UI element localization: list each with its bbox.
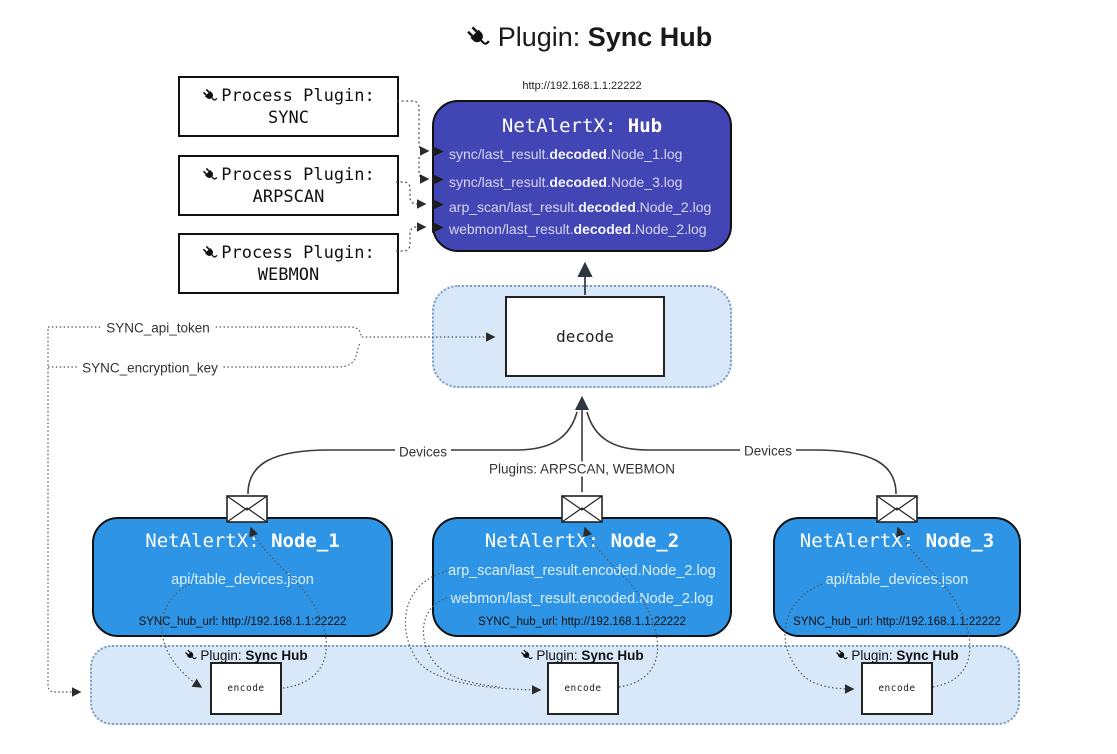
envelope-icon [561,495,603,523]
hub-title: NetAlertX: Hub [501,115,663,137]
encode-label: encode [227,683,265,694]
node-file: api/table_devices.json [171,572,314,588]
envelope-icon [876,495,918,523]
process-plugin-name: WEBMON [257,264,320,285]
sync-hub-plugin-label: Plugin: Sync Hub [835,648,959,663]
process-plugin-name: ARPSCAN [252,186,325,207]
hub-url: http://192.168.1.1:22222 [522,80,642,92]
process-plugin-label: Process Plugin: [221,164,375,185]
node-file: api/table_devices.json [825,572,969,588]
process-plugin-name: SYNC [268,107,309,128]
process-plugin-label: Process Plugin: [221,242,375,263]
encode-label: encode [564,683,602,694]
decode-box: decode [505,296,665,377]
node-file: webmon/last_result.encoded.Node_2.log [450,591,714,607]
node-hub-url: SYNC_hub_url: http://192.168.1.1:22222 [793,616,1001,628]
process-to-hub-links [396,100,430,252]
decode-label: decode [556,327,614,346]
node-title: NetAlertX: Node_3 [799,530,995,552]
node-hub-url: SYNC_hub_url: http://192.168.1.1:22222 [138,616,347,628]
hub-log-line: sync/last_result.decoded.Node_3.log [449,174,683,190]
hub-box: NetAlertX: Hub sync/last_result.decoded.… [432,100,732,252]
hub-log-line: sync/last_result.decoded.Node_1.log [449,146,683,162]
plug-icon [202,245,218,261]
process-plugin-arpscan: Process Plugin: ARPSCAN [178,155,399,216]
plug-icon [835,649,848,662]
encode-label: encode [878,683,916,694]
encode-box: encode [547,662,619,715]
node-hub-url: SYNC_hub_url: http://192.168.1.1:22222 [478,616,686,628]
node-3-box: NetAlertX: Node_3 api/table_devices.json… [773,517,1021,637]
encode-box: encode [210,662,282,715]
devices-right-label: Devices [739,443,797,459]
hub-log-line: webmon/last_result.decoded.Node_2.log [449,221,707,237]
hub-log-line: arp_scan/last_result.decoded.Node_2.log [449,199,712,215]
plug-icon [202,167,218,183]
node-file: arp_scan/last_result.encoded.Node_2.log [448,563,716,579]
plugins-center-label: Plugins: ARPSCAN, WEBMON [484,461,680,477]
title-prefix: Plugin: [497,22,581,52]
plug-icon [466,25,491,50]
sync-hub-plugin-label: Plugin: Sync Hub [520,648,644,663]
envelope-icon [226,495,268,523]
node-1-box: NetAlertX: Node_1 api/table_devices.json… [92,517,393,637]
node-2-box: NetAlertX: Node_2 arp_scan/last_result.e… [432,517,732,637]
process-plugin-sync: Process Plugin: SYNC [178,76,399,137]
plug-icon [184,649,197,662]
plug-icon [202,88,218,104]
node-to-decode-curves [247,395,897,495]
title-name: Sync Hub [587,22,713,52]
sync-hub-plugin-label: Plugin: Sync Hub [184,648,308,663]
sync-api-token-label: SYNC_api_token [102,320,214,336]
process-plugin-webmon: Process Plugin: WEBMON [178,233,399,294]
node-title: NetAlertX: Node_1 [145,530,340,552]
process-plugin-label: Process Plugin: [221,85,375,106]
node-title: NetAlertX: Node_2 [484,530,680,552]
page-title: Plugin: Sync Hub [466,22,713,53]
plug-icon [520,649,533,662]
secret-links [47,326,496,697]
sync-encryption-key-label: SYNC_encryption_key [78,360,222,376]
encode-box: encode [861,662,933,715]
devices-left-label: Devices [394,444,452,460]
